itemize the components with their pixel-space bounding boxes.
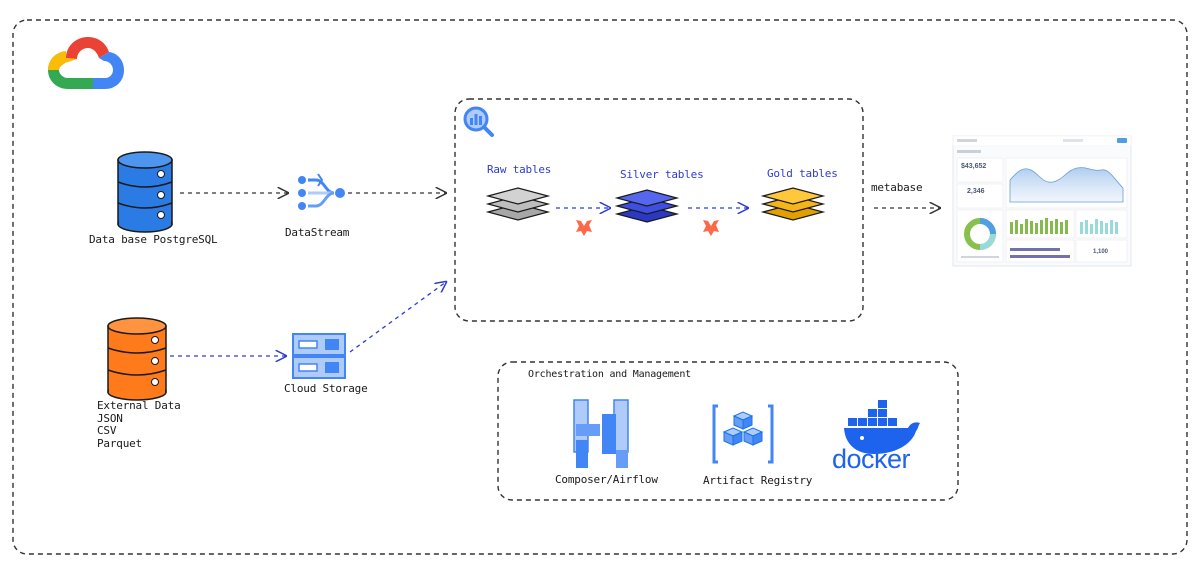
postgres-label: Data base PostgreSQL	[89, 233, 218, 246]
dashboard-kpi-count: 1,100	[1093, 249, 1109, 255]
outer-frame	[12, 19, 1188, 555]
arrow-storage-to-warehouse	[349, 282, 446, 353]
orchestration-box	[497, 361, 959, 501]
metabase-label: metabase	[871, 181, 923, 194]
cloud-storage-icon	[292, 333, 346, 379]
artifact-registry-icon	[712, 404, 774, 464]
external-data-icon	[107, 317, 167, 401]
datastream-label: DataStream	[285, 226, 350, 239]
orchestration-title: Orchestration and Management	[528, 369, 691, 380]
silver-tables-label: Silver tables	[620, 168, 704, 181]
google-cloud-icon	[48, 37, 124, 89]
artifact-registry-label: Artifact Registry	[703, 474, 813, 487]
composer-label: Composer/Airflow	[555, 473, 658, 486]
composer-airflow-icon	[573, 399, 629, 468]
external-csv-line: CSV	[97, 424, 117, 437]
docker-whale-icon	[844, 400, 920, 454]
datastream-icon	[298, 173, 345, 210]
silver-tables-stack-icon	[614, 189, 680, 223]
gold-tables-label: Gold tables	[767, 167, 838, 180]
metabase-dashboard-thumbnail	[952, 135, 1132, 267]
bigquery-warehouse-box	[454, 98, 864, 322]
dbt-transform-icon	[576, 220, 592, 236]
cloud-storage-label: Cloud Storage	[284, 382, 368, 395]
raw-tables-label: Raw tables	[487, 163, 552, 176]
external-parquet-line: Parquet	[97, 436, 142, 450]
gold-tables-stack-icon	[760, 187, 826, 221]
dashboard-kpi-revenue: $43,652	[961, 163, 987, 170]
docker-wordmark: docker	[832, 444, 911, 474]
raw-tables-stack-icon	[485, 187, 551, 221]
external-data-line: External Data	[97, 399, 181, 412]
dbt-transform-icon-2	[703, 220, 719, 236]
dashboard-kpi-orders: 2,346	[967, 188, 985, 195]
bigquery-icon	[463, 106, 494, 137]
external-json-line: JSON	[97, 411, 123, 425]
external-data-labels: External Data JSON CSV Parquet	[97, 399, 181, 450]
postgres-database-icon	[117, 151, 173, 233]
